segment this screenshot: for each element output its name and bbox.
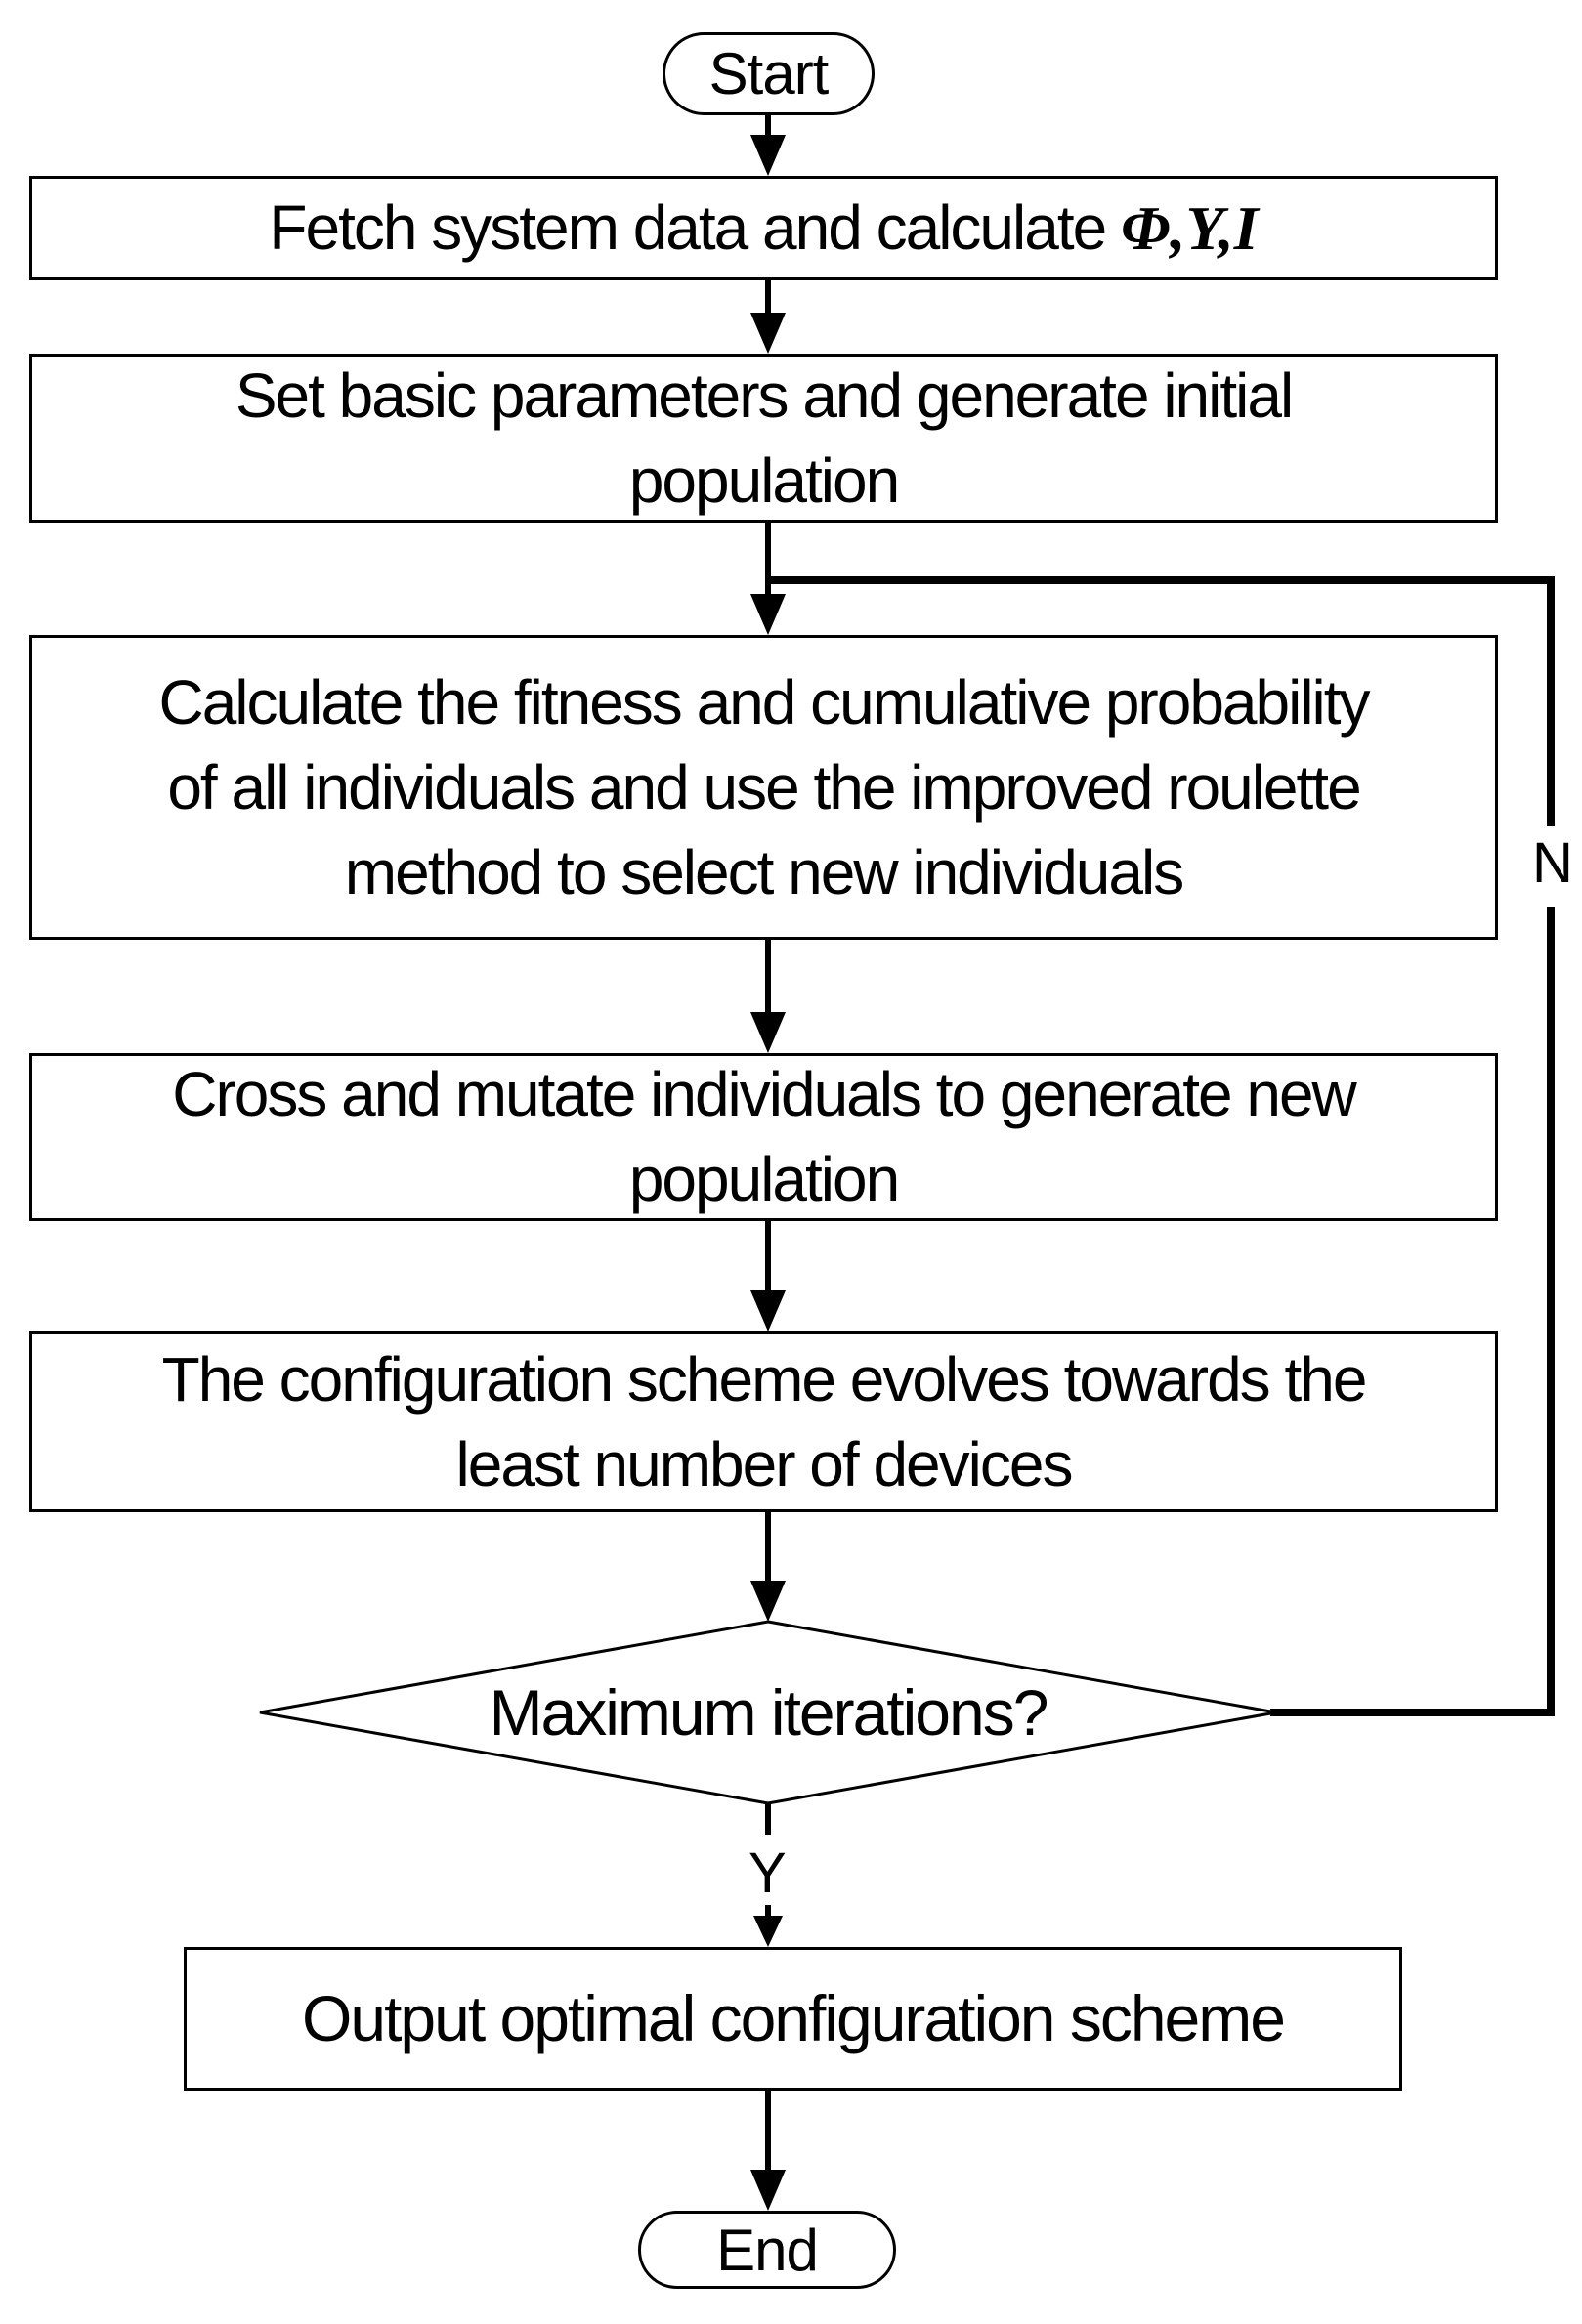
process-box-fetch-data: Fetch system data and calculate Φ,Y,I	[29, 176, 1498, 280]
n-loop-vertical-line-upper	[1547, 576, 1555, 826]
arrow-cross-to-evolve-stem	[765, 1221, 771, 1302]
box-line: Set basic parameters and generate initia…	[235, 359, 1294, 431]
arrow-evolve-to-decision-head	[750, 1581, 786, 1622]
arrow-fitness-to-cross-head	[750, 1012, 786, 1053]
arrow-cross-to-evolve-head	[750, 1290, 786, 1331]
decision-label: Maximum iterations?	[352, 1670, 1184, 1755]
process-box-evolve-scheme: The configuration scheme evolves towards…	[29, 1331, 1498, 1512]
end-label: End	[716, 2217, 819, 2283]
yes-label-text: Y	[748, 1841, 787, 1905]
process-box-output-scheme: Output optimal configuration scheme	[184, 1947, 1402, 2091]
no-label-text: N	[1532, 831, 1573, 895]
start-label: Start	[708, 41, 830, 106]
box-line: The configuration scheme evolves towards…	[161, 1343, 1368, 1415]
arrow-decision-to-output-stub	[765, 1803, 771, 1835]
arrow-start-to-fetch-stem	[765, 113, 771, 152]
arrow-decision-to-output-head	[753, 1916, 783, 1947]
box-line: method to select new individuals	[344, 836, 1184, 908]
box-line: of all individuals and use the improved …	[167, 751, 1361, 823]
arrow-decision-to-output-stem	[765, 1905, 771, 1921]
arrow-fetch-to-init-head	[750, 313, 786, 354]
arrow-output-to-end-head	[750, 2170, 786, 2211]
start-terminator: Start	[663, 32, 875, 115]
arrow-start-to-fetch-head	[750, 135, 786, 176]
box-line: population	[628, 444, 900, 516]
n-loop-vertical-line-lower	[1547, 907, 1555, 1716]
arrow-output-to-end-stem	[765, 2091, 771, 2181]
box-line: Cross and mutate individuals to generate…	[172, 1059, 1357, 1129]
label-yes: Y	[748, 1845, 787, 1902]
process-box-init-population: Set basic parameters and generate initia…	[29, 354, 1498, 523]
arrow-evolve-to-decision-stem	[765, 1512, 771, 1592]
box-line: Output optimal configuration scheme	[302, 1982, 1286, 2054]
arrow-fetch-to-init-stem	[765, 280, 771, 324]
box-line: Fetch system data and calculate Φ,Y,I	[269, 186, 1258, 271]
process-box-cross-mutate: Cross and mutate individuals to generate…	[29, 1053, 1498, 1221]
label-no: N	[1532, 835, 1573, 892]
box-text: Fetch system data and calculate	[269, 192, 1121, 263]
box-line: Calculate the fitness and cumulative pro…	[158, 666, 1370, 738]
arrow-fitness-to-cross-stem	[765, 940, 771, 1024]
arrow-init-to-fitness-stem	[765, 523, 771, 606]
end-terminator: End	[638, 2211, 896, 2289]
process-box-fitness-selection: Calculate the fitness and cumulative pro…	[29, 635, 1498, 940]
n-loop-top-horizontal-line	[768, 576, 1555, 584]
math-symbols: Φ,Y,I	[1120, 193, 1259, 263]
n-loop-bottom-horizontal-line	[1270, 1709, 1555, 1716]
arrow-init-to-fitness-head	[750, 594, 786, 635]
decision-label-text: Maximum iterations?	[489, 1676, 1049, 1749]
box-line: population	[628, 1144, 900, 1214]
box-line: least number of devices	[455, 1428, 1074, 1500]
